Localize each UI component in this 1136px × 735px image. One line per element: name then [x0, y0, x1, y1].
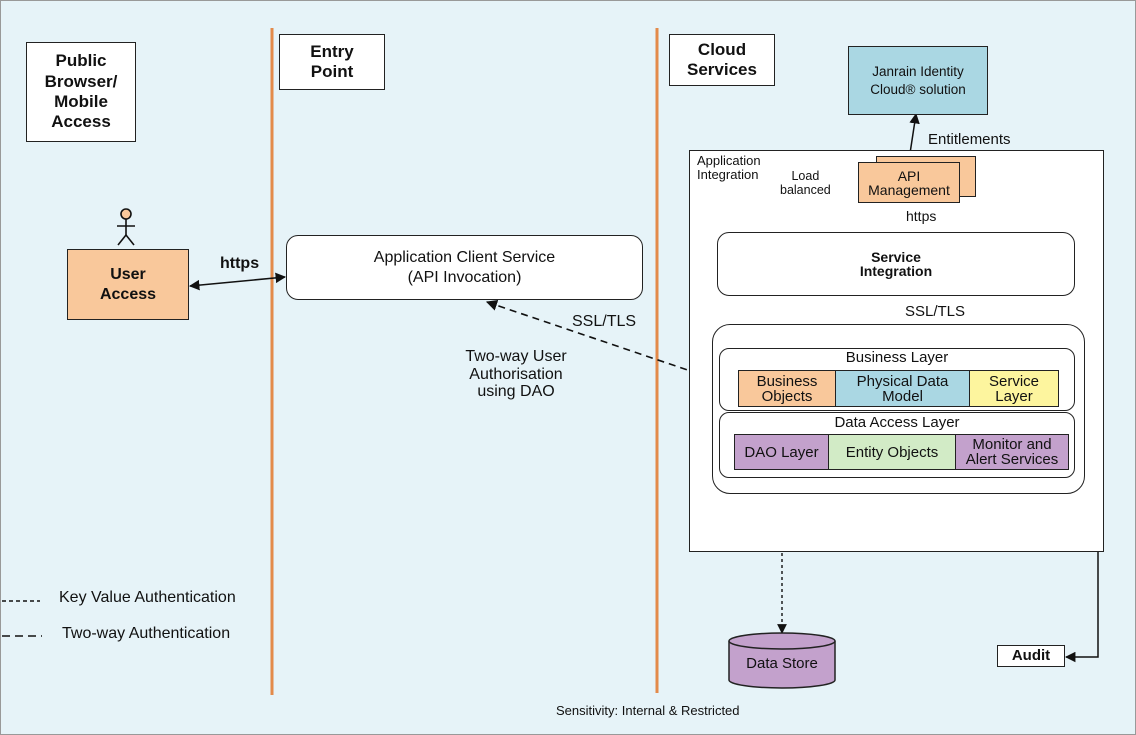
- physical-line2: Model: [882, 387, 923, 405]
- load-balanced-line2: balanced: [780, 182, 831, 197]
- app-client-line1: Application Client Service: [373, 249, 556, 267]
- monitor-line1: Monitor and: [972, 436, 1052, 453]
- business-objects-cell: Business Objects: [739, 371, 836, 406]
- janrain-line2: Cloud® solution: [870, 81, 966, 97]
- app-client-line2: (API Invocation): [407, 268, 522, 286]
- data-store-label: Data Store: [746, 655, 818, 672]
- physical-data-model-cell: Physical Data Model: [836, 371, 970, 406]
- legend-two-way-label: Two-way Authentication: [62, 625, 231, 642]
- api-management-box: API Management: [858, 162, 960, 203]
- api-line2: Management: [868, 181, 950, 198]
- audit-box: Audit: [997, 645, 1065, 667]
- app-client-service-box: Application Client Service (API Invocati…: [286, 235, 643, 300]
- monitor-line2: Alert Services: [965, 451, 1059, 468]
- service-integration-line2: Integration: [859, 263, 933, 279]
- https-left-label: https: [220, 255, 260, 272]
- person-icon: [117, 208, 135, 246]
- service-integration-box: Service Integration: [717, 232, 1075, 296]
- service-layer-line1: Service: [988, 372, 1040, 390]
- business-layer-row: Business Objects Physical Data Model Ser…: [738, 370, 1059, 407]
- load-balanced-line1: Load: [791, 169, 820, 183]
- app-integration-line2: Integration: [697, 167, 759, 183]
- https-right-label: https: [906, 208, 937, 224]
- two-way-line3: using DAO: [477, 383, 555, 401]
- public-access-header: Public Browser/ Mobile Access: [26, 42, 136, 142]
- ssl-right-label: SSL/TLS: [905, 303, 966, 320]
- service-layer-cell: Service Layer: [970, 371, 1058, 406]
- api-line1: API: [897, 167, 921, 184]
- dao-layer-cell: DAO Layer: [735, 435, 829, 469]
- business-objects-line2: Objects: [761, 387, 813, 405]
- monitor-alert-cell: Monitor and Alert Services: [956, 435, 1068, 469]
- load-balanced-label: Load balanced: [780, 169, 831, 198]
- data-store-cylinder: [728, 632, 836, 689]
- data-access-layer-row: DAO Layer Entity Objects Monitor and Ale…: [734, 434, 1069, 470]
- data-access-layer-title: Data Access Layer: [834, 414, 960, 431]
- sensitivity-footer: Sensitivity: Internal & Restricted: [556, 703, 740, 718]
- two-way-auth-arrow: [485, 299, 719, 383]
- janrain-identity-box: Janrain Identity Cloud® solution: [848, 46, 988, 115]
- https-arrow: [188, 272, 287, 291]
- entry-point-header: Entry Point: [279, 34, 385, 90]
- entity-objects-cell: Entity Objects: [829, 435, 956, 469]
- cloud-services-header: Cloud Services: [669, 34, 775, 86]
- two-way-line2: Authorisation: [469, 365, 563, 383]
- entitlements-label: Entitlements: [928, 131, 1011, 148]
- business-layer-title: Business Layer: [845, 349, 949, 366]
- app-integration-line1: Application: [697, 153, 761, 168]
- two-way-line1: Two-way User: [465, 348, 567, 365]
- two-way-user-auth-label: Two-way User Authorisation using DAO: [448, 348, 584, 401]
- user-access-box: User Access: [67, 249, 189, 320]
- service-integration-line1: Service: [871, 249, 921, 265]
- service-layer-line2: Layer: [995, 387, 1033, 405]
- janrain-line1: Janrain Identity: [872, 63, 964, 79]
- app-integration-label: Application Integration: [697, 153, 761, 183]
- business-objects-line1: Business: [756, 372, 818, 390]
- legend-key-value-label: Key Value Authentication: [59, 589, 236, 606]
- physical-line1: Physical Data: [856, 372, 949, 390]
- ssl-left-label: SSL/TLS: [572, 313, 637, 330]
